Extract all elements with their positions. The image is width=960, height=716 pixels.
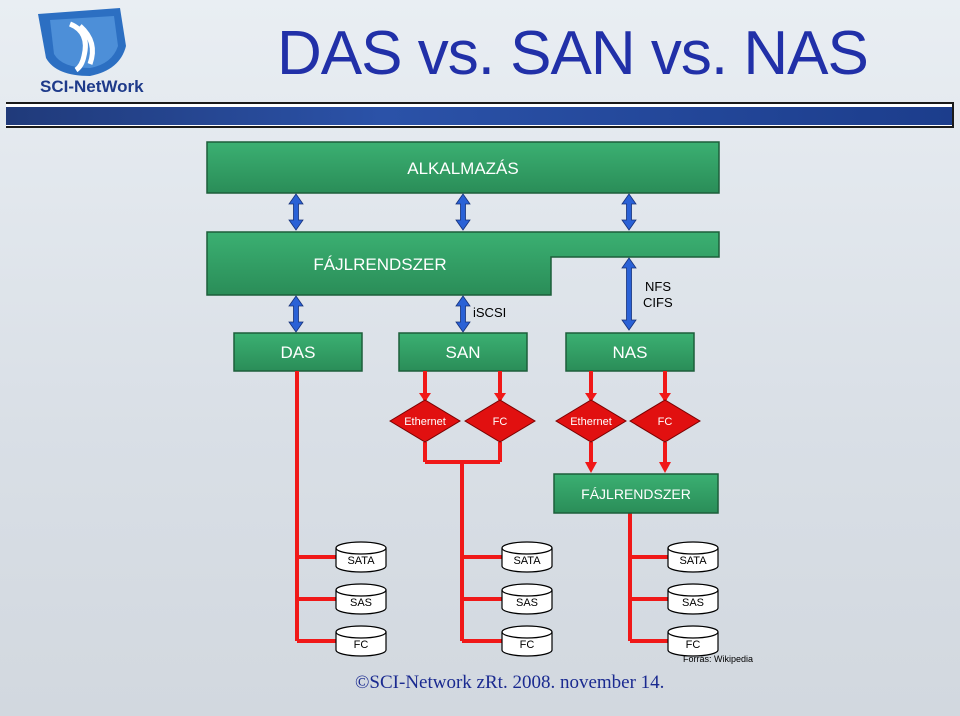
das-box [233, 332, 363, 372]
disk-sas-icon: SAS [501, 583, 553, 615]
disk-label: FC [520, 639, 535, 651]
interface-label-nas-ethernet: Ethernet [570, 416, 612, 428]
ethernet-diamond-nas [555, 399, 627, 443]
nas-box [565, 332, 695, 372]
logo-text: SCI-NetWork [40, 77, 144, 96]
ethernet-diamond-san [389, 399, 461, 443]
application-box [206, 141, 720, 194]
filesystem-nas-label: FÁJLRENDSZER [581, 486, 691, 502]
iscsi-label: iSCSI [473, 305, 506, 320]
nas-label: NAS [613, 343, 648, 362]
disk-label: SAS [350, 597, 372, 609]
application-label: ALKALMAZÁS [407, 159, 519, 178]
slide-title: DAS vs. SAN vs. NAS [277, 19, 869, 88]
title-rule [6, 102, 954, 128]
disk-fc-icon: FC [667, 625, 719, 657]
double-arrow-iscsi-icon [455, 295, 471, 333]
source-note: Forrás: Wikipedia [683, 654, 754, 664]
double-arrow-right-icon [621, 193, 637, 231]
disk-sas-icon: SAS [335, 583, 387, 615]
disk-fc-icon: FC [335, 625, 387, 657]
disk-label: SATA [347, 555, 375, 567]
disk-label: SATA [513, 555, 541, 567]
double-arrow-das-icon [288, 295, 304, 333]
disk-label: FC [354, 639, 369, 651]
footer-text: ©SCI-Network zRt. 2008. november 14. [355, 672, 665, 693]
disk-stack-san: SATA SAS FC [501, 541, 553, 657]
interface-label-san-ethernet: Ethernet [404, 416, 446, 428]
disk-stack-das: SATA SAS FC [335, 541, 387, 657]
disk-label: SATA [679, 555, 707, 567]
san-box [398, 332, 528, 372]
filesystem-top-label: FÁJLRENDSZER [313, 255, 446, 274]
das-label: DAS [281, 343, 316, 362]
cifs-label: CIFS [643, 295, 673, 310]
nfs-label: NFS [645, 279, 671, 294]
disk-label: SAS [516, 597, 538, 609]
red-arrowheads-icon [419, 393, 671, 473]
interface-label-san-fc: FC [493, 416, 508, 428]
disk-sata-icon: SATA [667, 541, 719, 573]
filesystem-nas-box [553, 473, 719, 514]
san-label: SAN [446, 343, 481, 362]
sci-network-logo: SCI-NetWork [38, 8, 144, 96]
disk-sata-icon: SATA [501, 541, 553, 573]
disk-label: FC [686, 639, 701, 651]
interface-label-nas-fc: FC [658, 416, 673, 428]
double-arrow-middle-icon [455, 193, 471, 231]
disk-fc-icon: FC [501, 625, 553, 657]
filesystem-top-box [206, 231, 720, 296]
double-arrow-nas-icon [621, 257, 637, 331]
disk-stack-nas: SATA SAS FC [667, 541, 719, 657]
fc-diamond-nas [629, 399, 701, 443]
disk-label: SAS [682, 597, 704, 609]
disk-sas-icon: SAS [667, 583, 719, 615]
double-arrow-left-icon [288, 193, 304, 231]
disk-sata-icon: SATA [335, 541, 387, 573]
fc-diamond-san [464, 399, 536, 443]
